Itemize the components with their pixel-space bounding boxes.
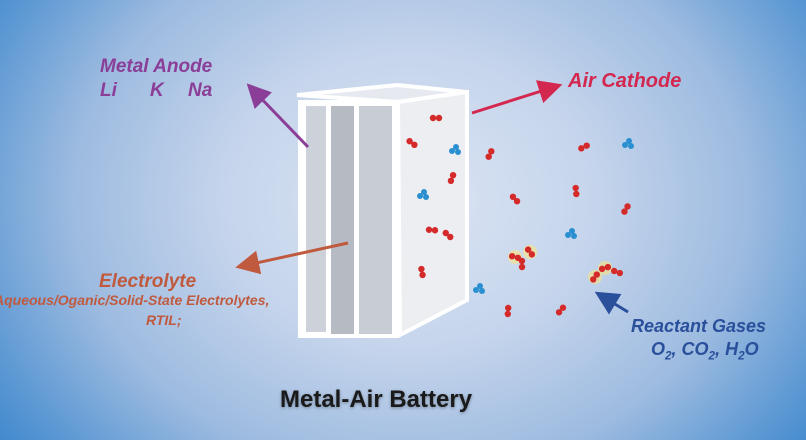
- gases-arrow: [594, 291, 629, 315]
- electrolyte-layer: [331, 106, 354, 334]
- oxygen-molecule: [406, 137, 418, 149]
- electrolyte-rtil: RTIL;: [146, 312, 182, 328]
- gas-formula-0: O2,: [651, 339, 682, 363]
- gas-formula-1: CO2,: [681, 339, 726, 363]
- battery-cell: [296, 82, 469, 339]
- molecule-group: [406, 114, 634, 318]
- anode-element-na: Na: [188, 80, 213, 101]
- anode-label: Metal Anode: [100, 56, 213, 77]
- oxygen-molecule: [429, 114, 443, 122]
- oxygen-molecule: [555, 304, 567, 316]
- electrolyte-types: Aqueous/Oganic/Solid-State Electrolytes,: [0, 292, 270, 308]
- electrolyte-arrow: [235, 241, 349, 275]
- oxygen-molecule: [523, 245, 537, 259]
- oxygen-molecule: [418, 265, 426, 279]
- gas-formula-2: H2O: [725, 339, 759, 363]
- battery-side-face: [395, 89, 469, 339]
- water-molecule: [565, 228, 577, 239]
- oxygen-molecule: [504, 304, 512, 318]
- oxygen-molecule: [447, 171, 457, 185]
- anode-element-li: Li: [100, 80, 117, 101]
- reactant-gases-formulas: O2, CO2, H2O: [651, 339, 759, 363]
- oxygen-molecule: [588, 270, 602, 284]
- oxygen-molecule: [621, 203, 631, 215]
- oxygen-molecule: [578, 142, 590, 152]
- cathode-layer: [359, 106, 392, 334]
- water-molecule: [622, 138, 634, 149]
- water-molecule: [417, 189, 429, 200]
- diagram-title: Metal-Air Battery: [280, 386, 473, 413]
- oxygen-molecule: [518, 257, 526, 271]
- oxygen-molecule: [509, 193, 521, 205]
- oxygen-molecule: [572, 184, 580, 198]
- water-molecule: [449, 144, 461, 155]
- oxygen-molecule: [508, 250, 522, 264]
- oxygen-molecule: [598, 261, 612, 275]
- anode-layer: [306, 106, 326, 332]
- anode-elements: Li K Na: [100, 80, 212, 102]
- electrolyte-label: Electrolyte: [99, 271, 197, 292]
- cathode-arrow: [471, 80, 563, 115]
- cathode-label: Air Cathode: [568, 70, 682, 92]
- anode-element-k: K: [150, 80, 164, 101]
- anode-arrow: [246, 83, 310, 149]
- oxygen-molecule: [425, 226, 439, 234]
- water-molecule: [473, 283, 485, 294]
- oxygen-molecule: [610, 267, 624, 277]
- reactant-gases-label: Reactant Gases: [631, 316, 767, 336]
- oxygen-molecule: [485, 148, 495, 160]
- oxygen-molecule: [442, 229, 454, 241]
